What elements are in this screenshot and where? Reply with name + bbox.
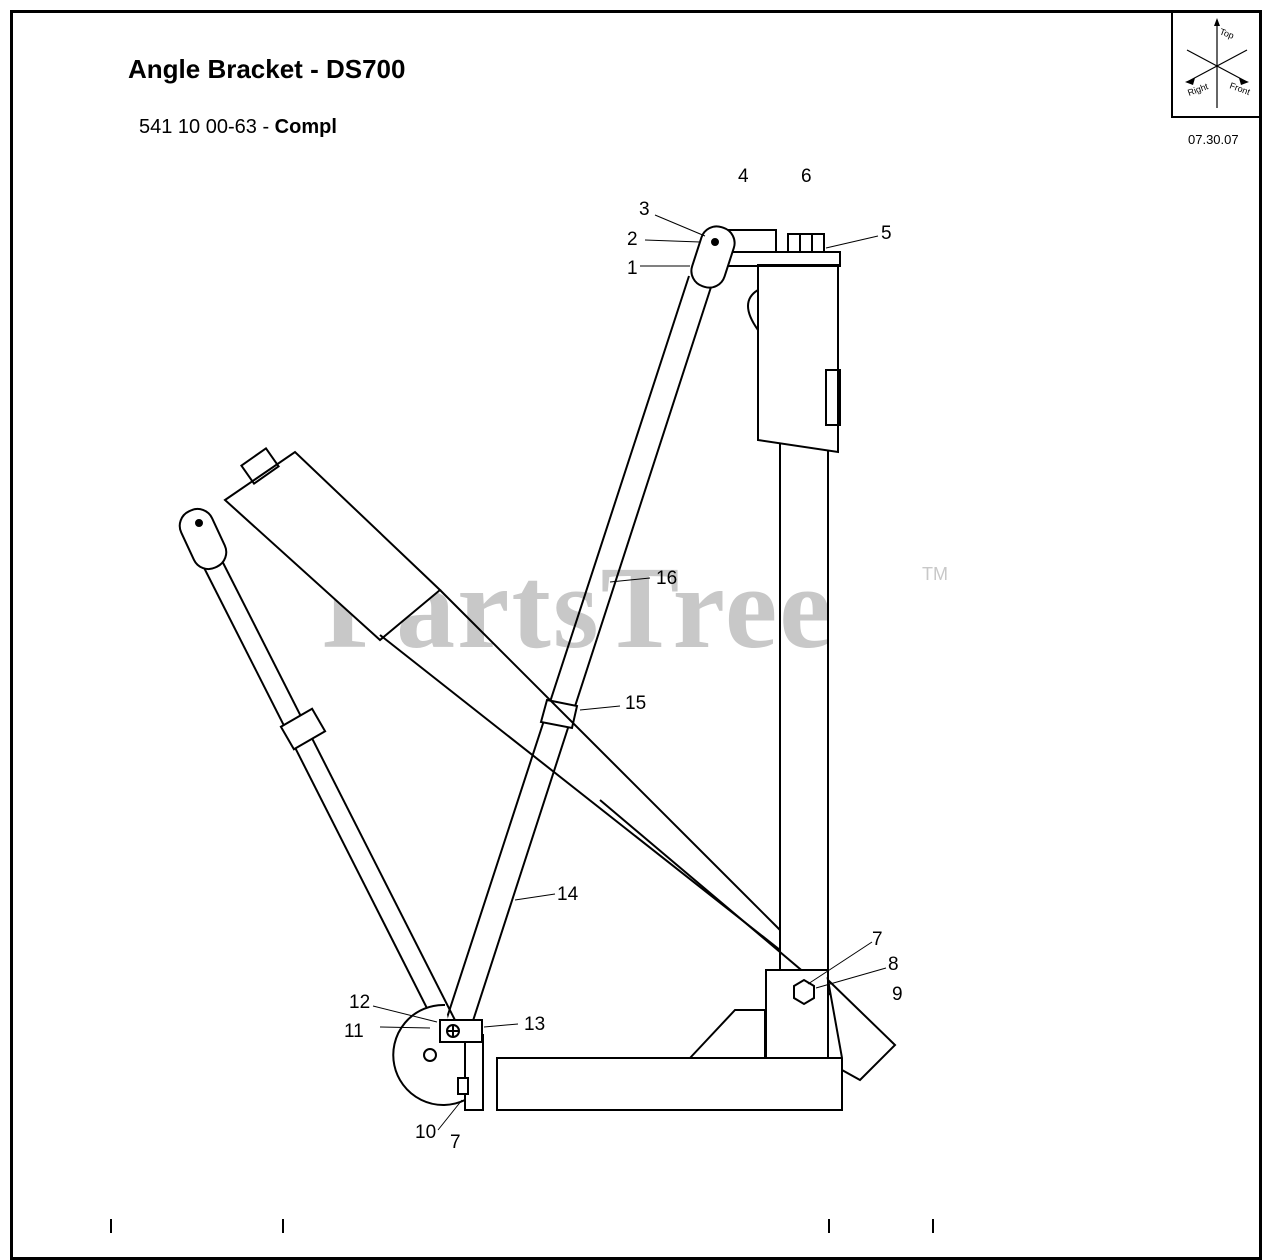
top-nut	[787, 233, 825, 253]
ghost-column-edge-2	[439, 589, 781, 931]
page-title: Angle Bracket - DS700	[128, 54, 406, 84]
compass-top-label: Top	[1218, 26, 1235, 40]
rod-end-top	[690, 225, 736, 289]
callout-8: 8	[888, 954, 899, 975]
revision-date: 07.30.07	[1188, 132, 1239, 147]
callout-13: 13	[524, 1014, 546, 1035]
callout-9: 9	[892, 984, 903, 1005]
ghost-rod-end	[178, 507, 228, 571]
callout-2: 2	[627, 229, 638, 250]
ghost-nut	[240, 446, 280, 486]
callout-7: 7	[872, 929, 883, 950]
callout-5: 5	[881, 223, 892, 244]
part-number: 541 10 00-63 - Compl	[139, 116, 337, 139]
vertical-column	[779, 439, 829, 971]
watermark-tm: TM	[922, 564, 948, 584]
angle-bracket-drawing	[178, 214, 897, 1131]
ghost-strut-right	[213, 544, 461, 1031]
orientation-compass: Top Right Front	[1171, 12, 1259, 118]
mount-curve	[747, 289, 759, 331]
lower-bolt	[793, 978, 815, 1006]
callout-10: 10	[415, 1122, 437, 1143]
part-number-value: 541 10 00-63 -	[139, 116, 275, 138]
coupling-nut	[539, 698, 579, 730]
callout-7-lower: 7	[450, 1132, 461, 1153]
top-plate	[727, 251, 841, 267]
hinge-plate	[464, 1034, 484, 1111]
callout-1: 1	[627, 258, 638, 279]
callout-14: 14	[557, 884, 579, 905]
callout-6: 6	[801, 166, 812, 187]
callout-15: 15	[625, 693, 647, 714]
callout-4: 4	[738, 166, 749, 187]
lower-wedge	[826, 977, 897, 1082]
callout-16: 16	[656, 568, 678, 589]
callout-11: 11	[344, 1021, 364, 1042]
callout-12: 12	[349, 992, 371, 1013]
mount-slot	[825, 369, 841, 426]
ghost-strut-left	[189, 539, 439, 1031]
hinge-bolt	[457, 1077, 469, 1095]
part-suffix: Compl	[274, 116, 337, 138]
base-plate	[496, 1057, 843, 1111]
strut-right-edge	[469, 283, 713, 1031]
ghost-column-edge-1	[379, 634, 781, 951]
strut-left-edge	[442, 275, 690, 1031]
title-block-strip	[10, 1219, 1262, 1233]
compass-icon: Top Right Front	[1185, 18, 1252, 108]
hinge-pin	[423, 1048, 437, 1062]
callout-3: 3	[639, 199, 650, 220]
base-gusset	[687, 1009, 766, 1059]
ghost-coupling-nut	[279, 707, 327, 751]
